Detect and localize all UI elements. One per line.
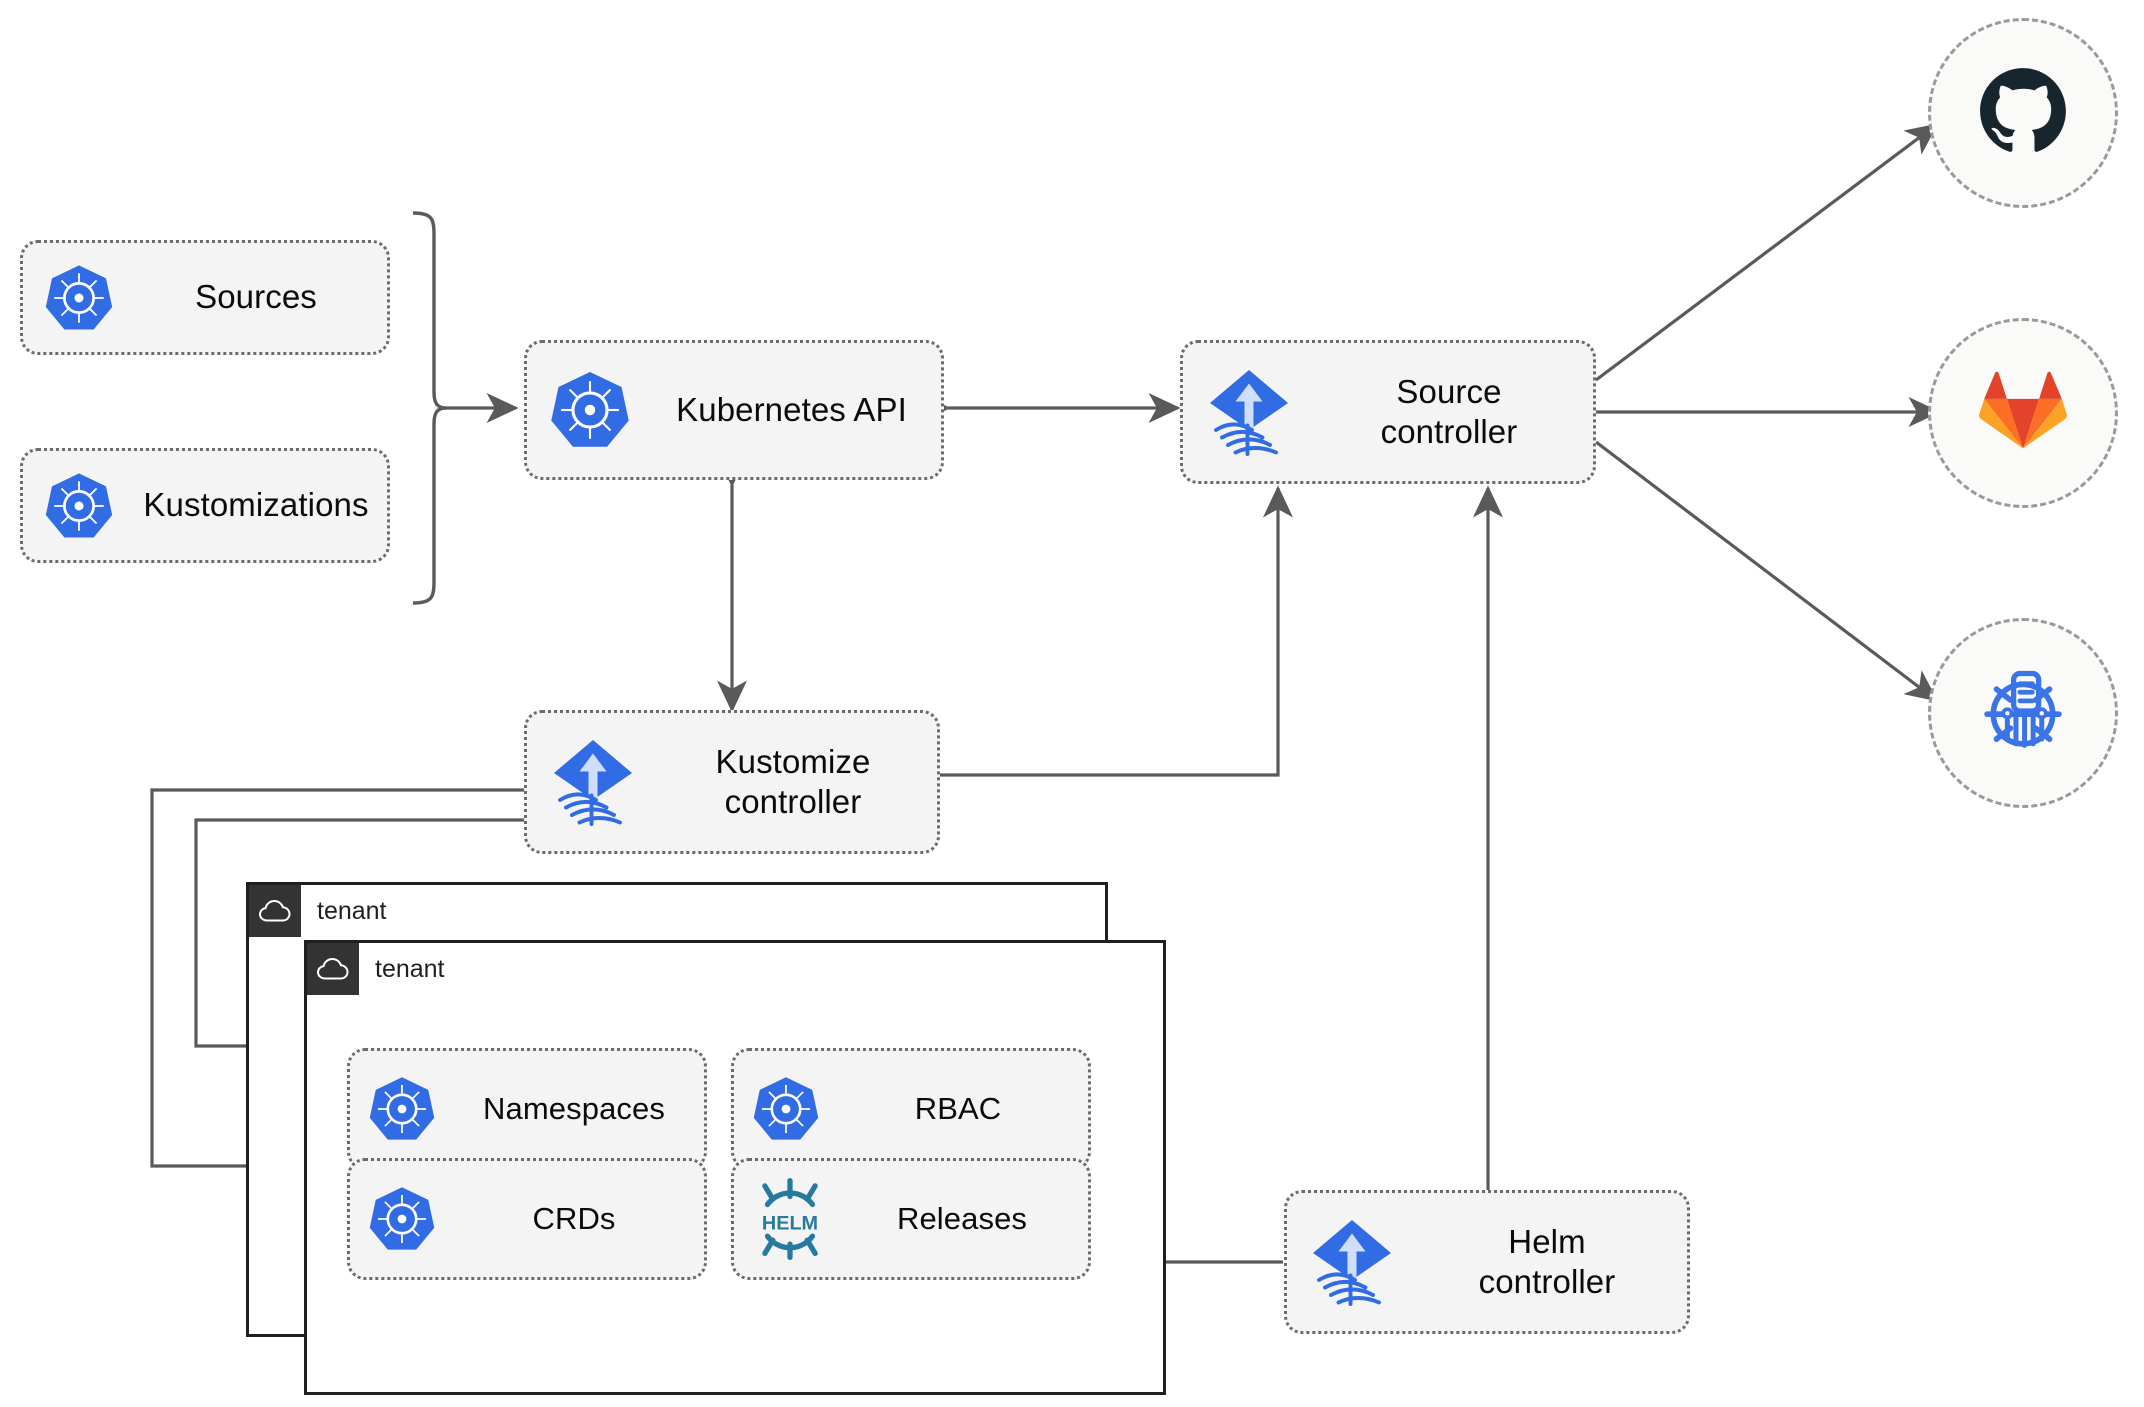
bucket-helm-icon xyxy=(1973,661,2073,766)
tenant-item-label: RBAC xyxy=(914,1091,1002,1127)
cloud-icon xyxy=(249,885,301,937)
node-label: Helm controller xyxy=(1478,1222,1616,1300)
tenant-item-label: Namespaces xyxy=(483,1091,665,1127)
kubernetes-icon xyxy=(350,1184,454,1254)
tenant-title-bar: tenant xyxy=(249,885,387,937)
resource-label: Kustomizations xyxy=(143,486,369,524)
github-icon xyxy=(1974,62,2072,165)
kubernetes-icon xyxy=(734,1074,838,1144)
flux-icon xyxy=(527,734,659,830)
tenant-item-namespaces[interactable]: Namespaces xyxy=(347,1048,707,1170)
cloud-icon xyxy=(307,943,359,995)
flux-icon xyxy=(1183,364,1315,460)
tenant-item-label: CRDs xyxy=(532,1201,616,1237)
tenant-item-releases[interactable]: HELM Releases xyxy=(731,1158,1091,1280)
kubernetes-icon xyxy=(23,470,135,542)
tenant-frame-front: tenant Namespaces xyxy=(304,940,1166,1395)
node-kustomize-controller[interactable]: Kustomize controller xyxy=(524,710,940,854)
node-kubernetes-api[interactable]: Kubernetes API xyxy=(524,340,944,480)
node-label: Kustomize controller xyxy=(715,742,871,820)
node-helm-controller[interactable]: Helm controller xyxy=(1284,1190,1690,1334)
node-source-controller[interactable]: Source controller xyxy=(1180,340,1596,484)
helm-icon: HELM xyxy=(734,1178,846,1260)
kubernetes-icon xyxy=(350,1074,454,1144)
gitlab-icon xyxy=(1977,367,2069,460)
node-label: Source controller xyxy=(1380,372,1518,450)
flux-icon xyxy=(1287,1214,1417,1310)
provider-github[interactable] xyxy=(1928,18,2118,208)
kubernetes-icon xyxy=(527,368,652,452)
tenant-item-crds[interactable]: CRDs xyxy=(347,1158,707,1280)
kubernetes-icon xyxy=(23,262,135,334)
resource-label: Sources xyxy=(195,278,317,316)
tenant-item-label: Releases xyxy=(896,1201,1028,1237)
svg-text:HELM: HELM xyxy=(762,1213,818,1235)
resource-node-sources[interactable]: Sources xyxy=(20,240,390,355)
provider-gitlab[interactable] xyxy=(1928,318,2118,508)
node-label: Kubernetes API xyxy=(676,390,907,428)
provider-bucket[interactable] xyxy=(1928,618,2118,808)
tenant-label: tenant xyxy=(375,954,445,983)
tenant-title-bar: tenant xyxy=(307,943,445,995)
tenant-item-rbac[interactable]: RBAC xyxy=(731,1048,1091,1170)
resource-node-kustomizations[interactable]: Kustomizations xyxy=(20,448,390,563)
tenant-label: tenant xyxy=(317,896,387,925)
